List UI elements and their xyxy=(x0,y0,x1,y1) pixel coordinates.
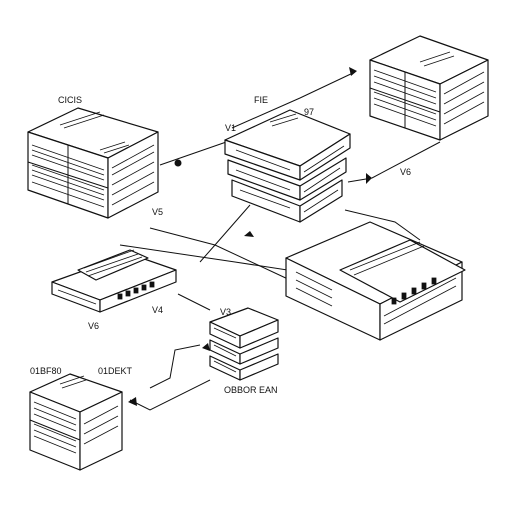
server-stack-left[interactable] xyxy=(27,107,159,219)
port-hatching-switch xyxy=(57,249,155,305)
connectors xyxy=(119,67,441,411)
node-dot-left xyxy=(174,159,182,167)
arrow-head-storage xyxy=(202,343,210,351)
label-v3: V3 xyxy=(220,307,232,317)
label-v6-left: V6 xyxy=(88,321,100,331)
label-97: 97 xyxy=(304,107,315,117)
central-switch-stack[interactable] xyxy=(224,109,351,223)
link-hub-to-topright-server xyxy=(231,71,356,129)
label-01bf80: 01BF80 xyxy=(30,366,62,376)
link-hub-down-left xyxy=(199,204,251,263)
small-storage-stack[interactable] xyxy=(209,307,279,381)
port-hatching-router xyxy=(295,241,457,325)
arrow-head-topright xyxy=(349,67,357,76)
network-switch-left[interactable] xyxy=(51,249,177,313)
label-v5-left: V5 xyxy=(152,207,164,217)
arrow-head-mid xyxy=(244,231,254,237)
link-storage-down xyxy=(149,344,201,389)
port-hatching-center xyxy=(235,113,345,213)
link-switch-to-storage xyxy=(177,293,211,311)
core-router-right[interactable] xyxy=(285,221,466,341)
label-01dekt: 01DEKT xyxy=(98,366,133,376)
vent-hatching-storage xyxy=(213,327,237,373)
label-v4: V4 xyxy=(152,305,164,315)
vent-hatching-bottomleft xyxy=(33,375,119,454)
link-bottom-server-to-storage xyxy=(129,379,211,411)
label-v1-top: V1 xyxy=(225,123,237,133)
link-switch-to-router-a xyxy=(149,227,291,281)
server-bottom-left[interactable] xyxy=(29,373,123,471)
arrow-head-bottom xyxy=(128,397,137,406)
link-hub-to-router-right xyxy=(344,209,421,241)
link-hub-to-router-v6 xyxy=(347,141,441,183)
label-cisco: CICIS xyxy=(58,95,83,105)
arrow-head-v6 xyxy=(366,173,372,184)
label-obbor-ean: OBBOR EAN xyxy=(224,385,278,395)
label-fie: FIE xyxy=(254,95,269,105)
server-stack-top-right[interactable] xyxy=(369,35,489,141)
label-v6-right: V6 xyxy=(400,167,412,177)
